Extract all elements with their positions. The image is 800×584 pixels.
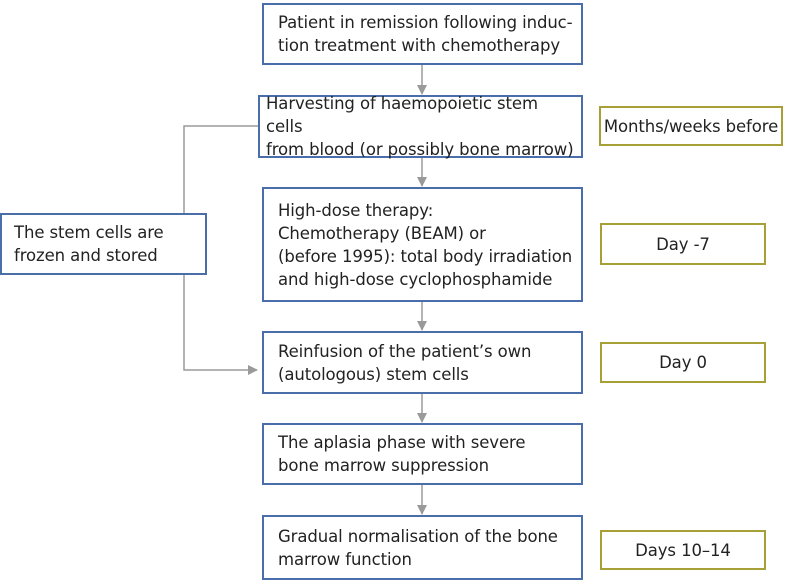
arrow-storage-to-reinfusion (183, 275, 258, 375)
timing-day-minus-7-text: Day -7 (656, 234, 710, 254)
step-harvesting-text: Harvesting of haemopoietic stem cells fr… (266, 94, 574, 159)
stored-stem-cells-box: The stem cells are frozen and stored (0, 213, 207, 275)
timing-days-10-14-text: Days 10–14 (635, 540, 731, 560)
timing-day-0: Day 0 (600, 342, 766, 383)
connector-harvest-to-storage (183, 125, 262, 213)
timing-months-weeks-before: Months/weeks before (599, 106, 783, 146)
step-aplasia-text: The aplasia phase with severe bone marro… (278, 433, 526, 475)
timing-day-minus-7: Day -7 (600, 223, 766, 265)
stored-stem-cells-text: The stem cells are frozen and stored (14, 223, 164, 265)
timing-months-weeks-before-text: Months/weeks before (603, 116, 779, 136)
step-normalisation-text: Gradual normalisation of the bone marrow… (278, 526, 558, 569)
step-high-dose-therapy-text: High-dose therapy: Chemotherapy (BEAM) o… (278, 200, 573, 289)
timing-days-10-14: Days 10–14 (600, 530, 766, 570)
timing-day-0-text: Day 0 (659, 353, 707, 372)
step-harvesting: Harvesting of haemopoietic stem cells fr… (258, 94, 583, 159)
step-remission-text: Patient in remission following induc- ti… (278, 13, 573, 55)
step-aplasia: The aplasia phase with severe bone marro… (262, 423, 583, 485)
step-reinfusion: Reinfusion of the patient’s own (autolog… (262, 331, 583, 394)
step-high-dose-therapy: High-dose therapy: Chemotherapy (BEAM) o… (262, 187, 583, 302)
step-reinfusion-text: Reinfusion of the patient’s own (autolog… (278, 341, 532, 384)
step-remission: Patient in remission following induc- ti… (262, 3, 583, 65)
step-normalisation: Gradual normalisation of the bone marrow… (262, 515, 583, 580)
